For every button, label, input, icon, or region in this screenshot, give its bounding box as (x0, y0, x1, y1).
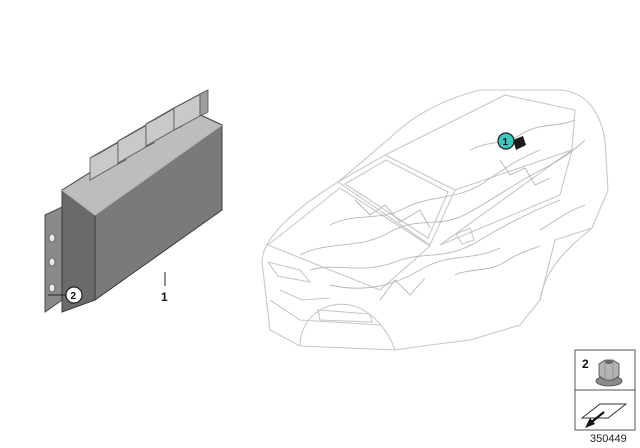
vehicle-outline (261, 89, 609, 351)
module-location-marker (513, 136, 526, 150)
part-label-1: 1 (161, 290, 168, 304)
svg-text:2: 2 (71, 291, 77, 302)
control-module[interactable] (44, 89, 223, 313)
installation-arrow-icon (580, 403, 628, 428)
svg-text:1: 1 (503, 137, 509, 148)
connector-plugs (89, 89, 209, 181)
callout-part-1[interactable]: 1 (497, 132, 515, 150)
callout-part-2[interactable]: 2 (48, 286, 83, 304)
wiring-harness (299, 119, 586, 301)
diagram-reference-number: 350449 (590, 433, 627, 445)
legend-part-number: 2 (582, 357, 589, 371)
legend-box: 2 (574, 349, 636, 431)
hex-nut-icon (595, 359, 623, 387)
